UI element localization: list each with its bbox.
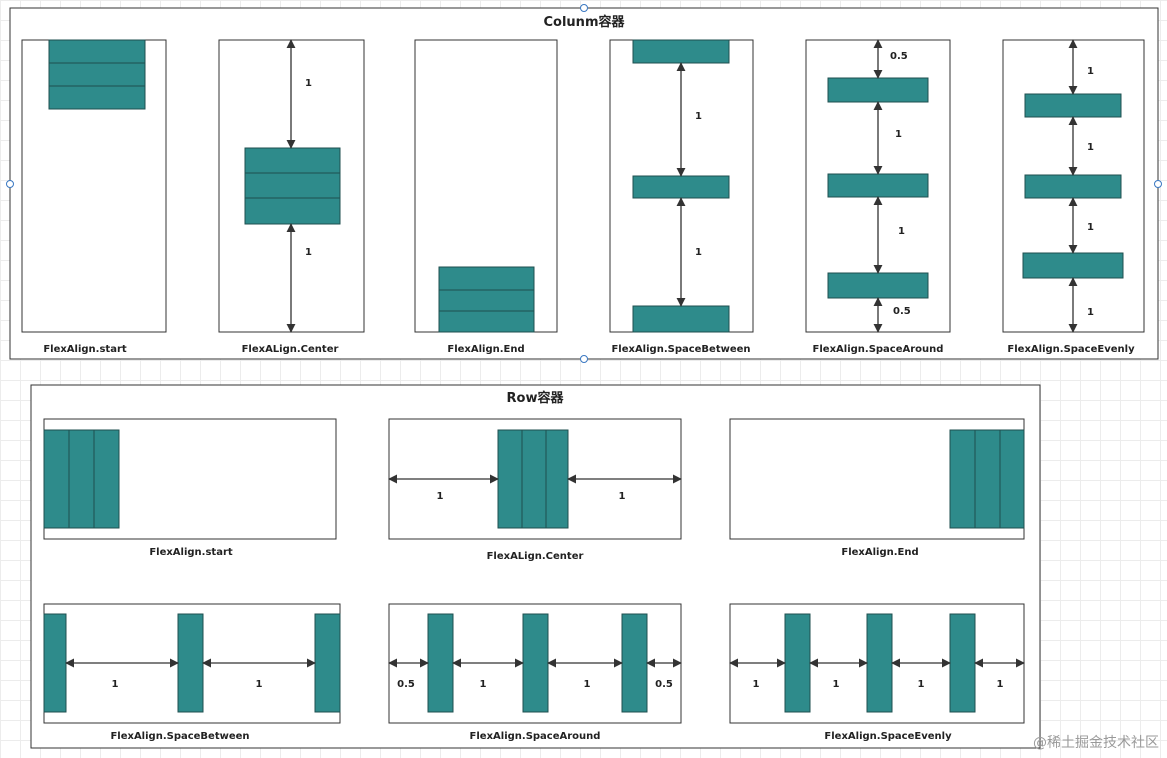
flex-item [438,266,535,291]
flex-item [48,62,146,87]
flex-item [999,429,1025,529]
spacing-label: 1 [1087,142,1094,153]
flex-item [827,272,929,299]
row-caption-end: FlexAlign.End [841,547,918,558]
spacing-label: 1 [898,226,905,237]
spacing-label: 1 [112,679,119,690]
selection-handle [580,355,588,363]
flex-item [1024,174,1122,199]
spacing-label: 1 [895,129,902,140]
flex-item [974,429,1001,529]
flex-item [314,613,341,713]
spacing-label: 1 [695,247,702,258]
flex-item [545,429,569,529]
spacing-label: 1 [305,247,312,258]
flex-item [949,429,976,529]
spacing-label: 1 [1087,307,1094,318]
row-caption-space-around: FlexAlign.SpaceAround [470,731,601,742]
flex-item [522,613,549,713]
spacing-label: 0.5 [890,51,908,62]
column-caption-center: FlexALign.Center [242,344,339,355]
flex-item [93,429,120,529]
flex-item [43,429,70,529]
column-container-title: Colunm容器 [544,14,626,30]
column-caption-start: FlexAlign.start [43,344,127,355]
selection-handle [580,4,588,12]
spacing-label: 1 [619,491,626,502]
flex-item [827,77,929,103]
spacing-label: 1 [480,679,487,690]
column-caption-space-around: FlexAlign.SpaceAround [813,344,944,355]
column-container-frame [9,7,1159,360]
flex-item [866,613,893,713]
spacing-label: 1 [256,679,263,690]
row-caption-space-evenly: FlexAlign.SpaceEvenly [824,731,952,742]
selection-handle [1154,180,1162,188]
flex-item [497,429,523,529]
spacing-label: 1 [1087,66,1094,77]
flex-item [632,175,730,199]
flex-item [521,429,547,529]
row-caption-start: FlexAlign.start [149,547,233,558]
spacing-label: 0.5 [893,306,911,317]
flex-item [438,310,535,333]
spacing-label: 1 [918,679,925,690]
spacing-label: 1 [584,679,591,690]
flex-item [621,613,648,713]
flex-item [949,613,976,713]
flex-item [48,39,146,64]
flex-item [177,613,204,713]
row-caption-space-between: FlexAlign.SpaceBetween [110,731,249,742]
selection-handle [6,180,14,188]
watermark: @稀土掘金技术社区 [1033,735,1159,751]
flex-item [1022,252,1124,279]
spacing-label: 1 [833,679,840,690]
flex-item [784,613,811,713]
spacing-label: 1 [437,491,444,502]
flex-item [427,613,454,713]
flex-item [244,147,341,174]
flex-item [438,289,535,312]
flex-item [244,197,341,225]
flex-item [43,613,67,713]
flex-item [632,39,730,64]
flex-item [244,172,341,199]
spacing-label: 1 [997,679,1004,690]
column-caption-space-evenly: FlexAlign.SpaceEvenly [1007,344,1135,355]
column-caption-end: FlexAlign.End [447,344,524,355]
flex-item [632,305,730,333]
flex-item [48,85,146,110]
spacing-label: 0.5 [397,679,415,690]
column-caption-space-between: FlexAlign.SpaceBetween [611,344,750,355]
spacing-label: 1 [753,679,760,690]
row-caption-center: FlexALign.Center [487,551,584,562]
row-container-title: Row容器 [507,390,565,406]
spacing-label: 1 [695,111,702,122]
spacing-label: 1 [305,78,312,89]
flex-item [68,429,95,529]
flex-item [827,173,929,198]
spacing-label: 1 [1087,222,1094,233]
spacing-label: 0.5 [655,679,673,690]
flex-item [1024,93,1122,118]
